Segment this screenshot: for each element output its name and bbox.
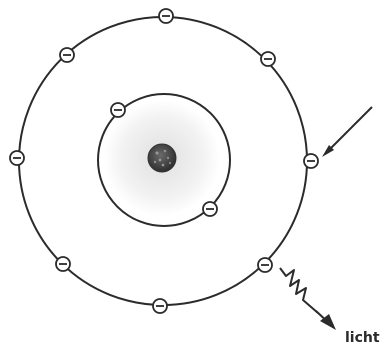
electron-icon xyxy=(159,9,173,23)
emitted-wave xyxy=(280,268,336,330)
electron-icon xyxy=(304,154,318,168)
nucleus xyxy=(148,144,176,172)
electron-icon xyxy=(258,258,272,272)
electron-icon xyxy=(111,103,125,117)
electron-icon xyxy=(261,52,275,66)
electron-icon xyxy=(10,151,24,165)
electron-icon xyxy=(60,48,74,62)
incoming-arrow xyxy=(322,107,372,157)
emitted-wave-label: licht xyxy=(345,330,380,346)
electron-icon xyxy=(153,299,167,313)
electron-icon xyxy=(203,202,217,216)
electron-icon xyxy=(56,257,70,271)
